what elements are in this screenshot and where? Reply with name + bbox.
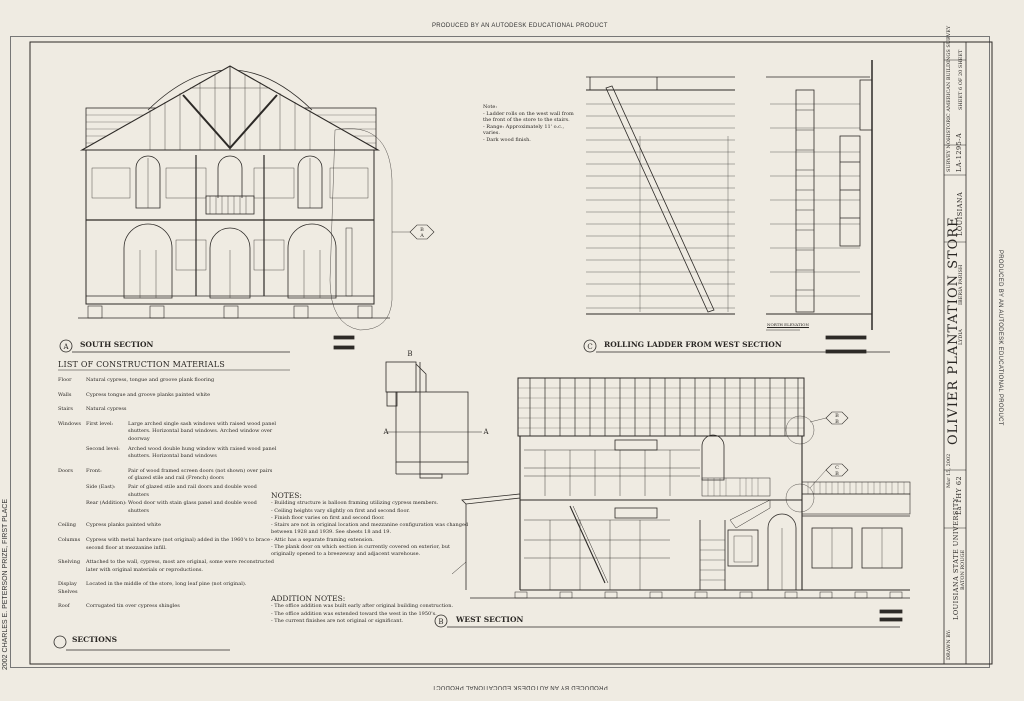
rolling-ladder-drawing [586, 60, 873, 331]
survey-no-label: SURVEY NO. [946, 138, 952, 172]
svg-text:B: B [835, 413, 839, 419]
ladder-note-item: - Ladder rolls on the west wall from the… [483, 110, 574, 124]
drawn-by-label: DRAWN BY: [946, 629, 952, 660]
material-row: Rear (Addition):Wood door with stain gla… [86, 500, 257, 514]
sheet-border [10, 36, 990, 668]
ladder-note-item: - Range: Approximately 11' o.c., varies. [483, 123, 565, 137]
svg-text:B: B [407, 350, 412, 358]
materials-title: LIST OF CONSTRUCTION MATERIALS [58, 360, 225, 369]
svg-text:A: A [382, 428, 389, 436]
svg-text:A: A [419, 233, 424, 239]
svg-text:C: C [835, 465, 839, 471]
project-state: LOUISIANA [956, 191, 964, 236]
note-item: - Ceiling heights vary slightly on first… [271, 507, 410, 514]
addition-note-item: - The office addition was extended towar… [271, 610, 437, 617]
addition-notes: ADDITION NOTES: - The office addition wa… [271, 595, 471, 625]
ladder-note-item: - Dark wood finish. [483, 136, 531, 143]
notes: NOTES: - Building structure is balloon f… [271, 492, 471, 559]
survey-number: LA-1295-A [955, 132, 963, 172]
west-section-title: WEST SECTION [456, 615, 524, 624]
addition-note-item: - The office addition was built early af… [271, 603, 454, 610]
svg-text:A: A [482, 428, 489, 436]
addition-note-item: - The current finishes are not original … [271, 617, 404, 624]
note-item: - Building structure is balloon framing … [271, 500, 439, 507]
material-row: Second level:Arched wood double hung win… [86, 445, 277, 460]
note-item: - Attic has a separate framing extension… [271, 536, 374, 543]
watermark-top: PRODUCED BY AN AUTODESK EDUCATIONAL PROD… [432, 23, 608, 29]
sections-title: SECTIONS [72, 635, 117, 644]
university-sub: BATON ROUGE [960, 549, 966, 590]
material-row: Side (East):Pair of glazed stile and rai… [86, 483, 257, 498]
svg-text:B: B [420, 227, 424, 233]
agency-name: HISTORIC AMERICAN BUILDINGS SURVEY [946, 25, 952, 140]
south-section-drawing [78, 65, 435, 331]
svg-text:B: B [835, 419, 839, 425]
svg-text:B: B [835, 471, 839, 477]
project-city: LYDIA [958, 329, 964, 345]
key-plan [385, 361, 482, 479]
north-elevation-label: NORTH ELEVATION [767, 322, 809, 327]
university-name: LOUISIANA STATE UNIVERSITY [952, 497, 960, 620]
south-section-title: SOUTH SECTION [80, 340, 154, 349]
note-item: - The plank door on which section is cur… [271, 544, 450, 558]
note-item: - Stairs are not in original location an… [271, 522, 469, 536]
note-item: - Finish floor varies on first and secon… [271, 514, 385, 521]
rolling-ladder-title: ROLLING LADDER FROM WEST SECTION [604, 340, 782, 349]
sheet-number: SHEET 6 OF 20 SHEET [958, 49, 964, 110]
project-parish: IBERIA PARISH [958, 264, 964, 305]
section-marker-b: B [438, 618, 443, 626]
ladder-note: Note: - Ladder rolls on the west wall fr… [483, 104, 574, 143]
west-section-drawing [451, 377, 911, 599]
section-marker-a: A [62, 343, 69, 351]
drawing-date: Mar 15, 2002 [946, 453, 952, 488]
section-marker-c: C [587, 343, 592, 351]
